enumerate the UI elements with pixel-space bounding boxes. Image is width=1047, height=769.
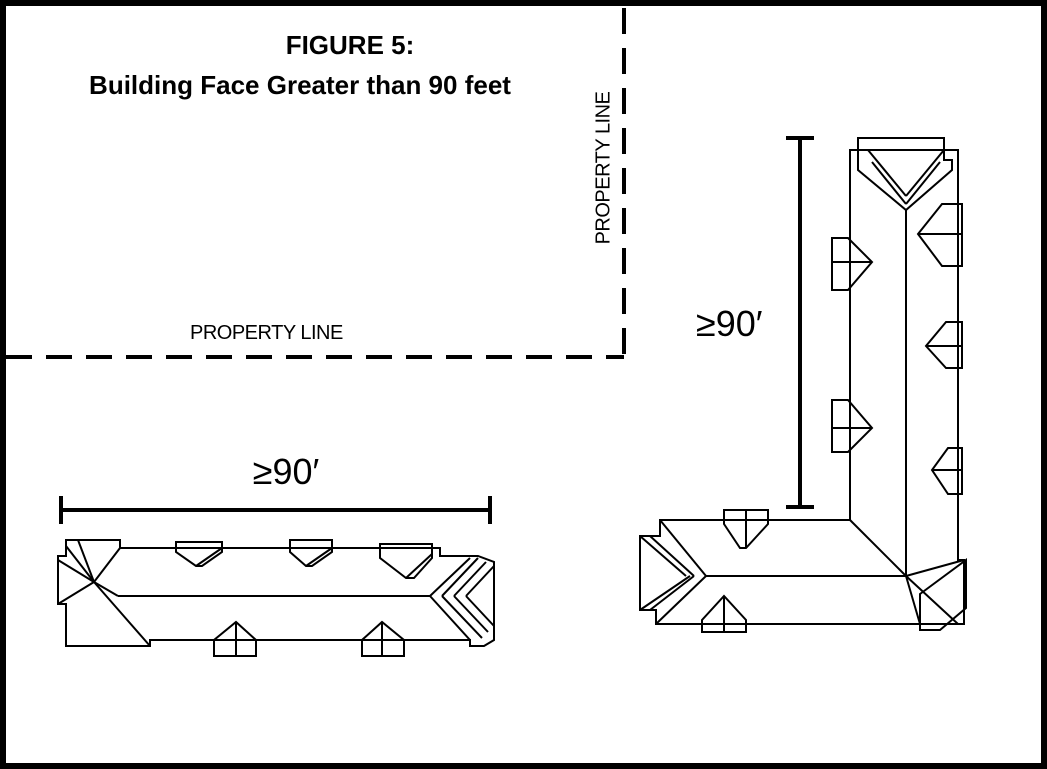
- building-l-shaped: [639, 137, 967, 633]
- property-line-label-horizontal: PROPERTY LINE: [190, 322, 343, 344]
- dimension-line-vertical: [786, 136, 814, 509]
- property-line-label-vertical: PROPERTY LINE: [592, 91, 615, 245]
- dimension-label-vertical: ≥90′: [696, 303, 763, 344]
- building-horizontal: [57, 539, 495, 657]
- dimension-line-horizontal: [59, 496, 492, 524]
- property-lines: [6, 8, 626, 359]
- figure-title: Building Face Greater than 90 feet: [89, 70, 511, 100]
- figure-title-number: FIGURE 5:: [285, 30, 415, 60]
- dimension-label-horizontal: ≥90′: [252, 451, 320, 492]
